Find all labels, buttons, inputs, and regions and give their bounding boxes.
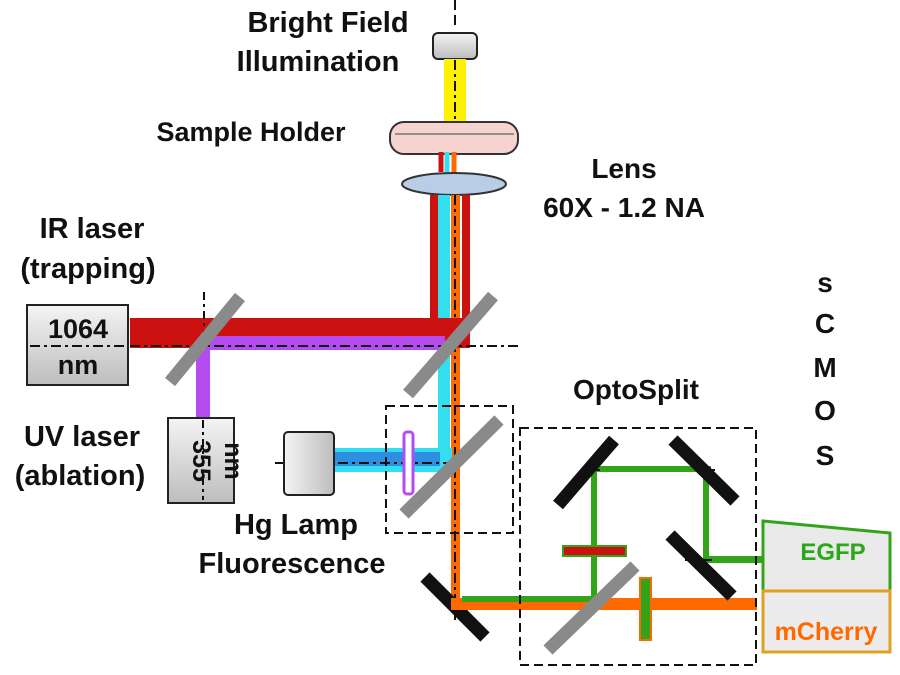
label-lens-2: 60X - 1.2 NA <box>543 192 705 223</box>
ir-box-text-1: 1064 <box>48 314 108 344</box>
optosplit-filter-red <box>562 545 627 557</box>
optosplit-filter-green <box>639 577 652 641</box>
filter-cube-outline <box>385 405 514 534</box>
sample-holder <box>389 121 519 155</box>
uv-beam-vertical <box>196 340 210 420</box>
hg-lamp-box <box>283 431 335 496</box>
optosplit-mirror-bottom-right <box>665 530 737 601</box>
green-beam-bottom <box>462 596 597 602</box>
label-ir-laser-2: (trapping) <box>20 253 155 285</box>
label-ir-laser-1: IR laser <box>40 213 145 245</box>
label-scmos-s2: S <box>816 440 835 471</box>
green-beam-right-vertical <box>703 466 709 562</box>
hg-filter <box>402 430 415 496</box>
label-uv-laser-1: UV laser <box>24 421 140 453</box>
red-beam-right <box>462 195 470 333</box>
optosplit-dichroic <box>543 561 640 655</box>
label-scmos-c: C <box>815 308 835 339</box>
green-beam-left-vertical <box>591 468 597 600</box>
optosplit-mirror-top-left <box>553 435 619 510</box>
label-hg-2: Fluorescence <box>199 548 386 580</box>
ir-box-text-2: nm <box>58 350 99 380</box>
label-optosplit: OptoSplit <box>573 374 699 405</box>
objective-lens <box>401 172 507 196</box>
mcherry-sensor <box>761 589 892 654</box>
uv-box-text-2: nm <box>219 442 247 480</box>
green-beam-to-egfp <box>703 556 791 563</box>
label-scmos-o: O <box>814 395 836 426</box>
label-mcherry: mCherry <box>775 618 878 646</box>
dichroic-mirror-lens <box>403 291 498 399</box>
uv-laser-box <box>167 417 235 504</box>
label-lens-1: Lens <box>591 153 656 184</box>
green-beam-top <box>591 466 711 472</box>
uv-box-text-1: 355 <box>187 440 215 482</box>
label-egfp: EGFP <box>800 539 865 566</box>
dichroic-mirror-ir <box>164 292 246 387</box>
label-scmos-m: M <box>813 352 836 383</box>
label-hg-1: Hg Lamp <box>234 509 358 541</box>
bright-field-lamp <box>432 32 478 60</box>
optosplit-outline <box>519 427 757 666</box>
label-bright-field-2: Illumination <box>237 46 400 78</box>
label-uv-laser-2: (ablation) <box>15 460 146 492</box>
filter-cube-dichroic <box>399 415 504 519</box>
label-scmos-s: s <box>817 267 833 298</box>
yellow-beam <box>444 59 466 129</box>
uv-beam-horizontal <box>200 336 445 350</box>
label-sample-holder: Sample Holder <box>156 117 346 147</box>
label-bright-field-1: Bright Field <box>247 7 408 39</box>
